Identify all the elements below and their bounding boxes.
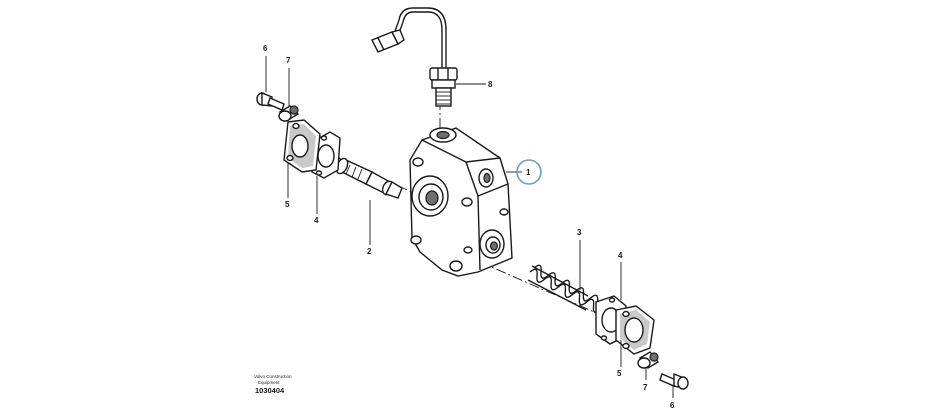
callout-6-top[interactable]: 6 [263, 44, 268, 53]
stamp-company: Volvo Construction [254, 374, 292, 379]
drawing-stamp: Volvo Construction Equipment 1030404 [254, 374, 292, 395]
callout-5-top[interactable]: 5 [285, 200, 290, 209]
sensor-wire[interactable] [371, 7, 447, 68]
spool-part-2[interactable] [334, 157, 403, 199]
wire-connector-plug[interactable] [371, 29, 405, 53]
callout-4-top[interactable]: 4 [314, 216, 319, 225]
cover-plate-right-part-5[interactable] [615, 305, 655, 355]
callout-1-highlight-ring [516, 159, 542, 185]
callout-3[interactable]: 3 [577, 228, 582, 237]
bolt-right-part-6[interactable] [659, 372, 689, 390]
valve-body-part-1[interactable] [409, 127, 513, 277]
callout-7-top[interactable]: 7 [286, 56, 291, 65]
callout-leader-lines [265, 56, 674, 398]
stamp-image-id: 1030404 [255, 386, 285, 395]
callout-2[interactable]: 2 [367, 247, 372, 256]
spacer-left-part-7[interactable] [278, 105, 300, 122]
callout-5-bottom[interactable]: 5 [617, 369, 622, 378]
bolt-left-part-6[interactable] [256, 91, 285, 111]
callout-8[interactable]: 8 [488, 80, 493, 89]
callout-6-bottom[interactable]: 6 [670, 401, 675, 410]
callout-1[interactable]: 1 [526, 168, 531, 177]
stamp-division: Equipment [258, 380, 280, 385]
gasket-left-part-4[interactable] [311, 131, 341, 179]
callout-4-bottom[interactable]: 4 [618, 251, 623, 260]
cover-plate-left-part-5[interactable] [283, 119, 321, 173]
callout-numbers: 1 2 3 4 4 5 5 6 6 7 7 8 [263, 44, 675, 410]
callout-7-bottom[interactable]: 7 [643, 383, 648, 392]
spring-part-3[interactable] [527, 264, 610, 318]
sensor-fitting-part-8[interactable] [429, 67, 458, 107]
spacer-right-part-7[interactable] [637, 351, 660, 369]
